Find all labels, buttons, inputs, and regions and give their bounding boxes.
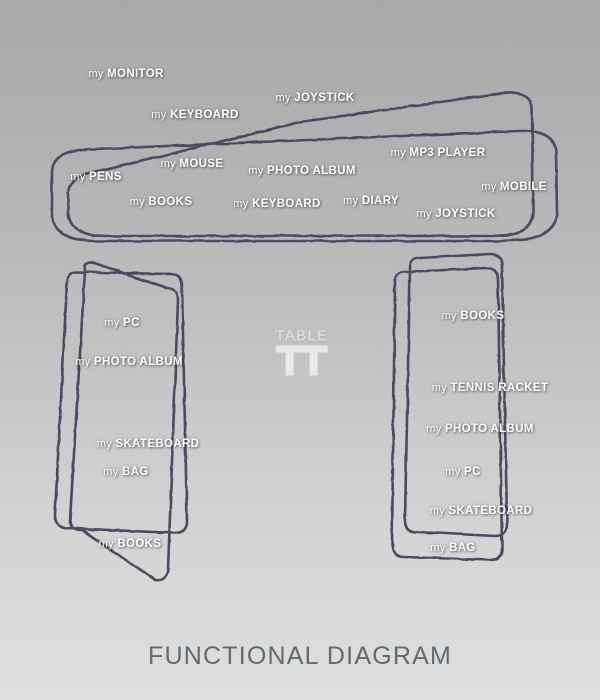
label-item: MOBILE [499,181,547,193]
zone-label-top-books[interactable]: my BOOKS [130,196,193,208]
right-zone-outline-back [403,252,509,538]
left-zone-outline-front [53,270,189,535]
zone-label-top-mobile[interactable]: my MOBILE [481,181,547,193]
label-prefix: my [75,356,94,368]
zone-label-top-keyboard-2[interactable]: my KEYBOARD [233,198,320,210]
label-item: BOOKS [148,196,193,208]
label-item: PHOTO ALBUM [444,423,534,435]
label-item: BOOKS [117,538,162,550]
zone-label-top-joystick-2[interactable]: my JOYSTICK [416,208,495,220]
table-icon [275,345,328,376]
label-item: MOUSE [179,158,224,170]
table-caption: TABLE [275,328,329,345]
table-icon-leg-right [309,352,318,376]
label-item: TENNIS RACKET [450,382,549,394]
zone-label-left-skateboard[interactable]: my SKATEBOARD [97,438,200,450]
label-prefix: my [390,147,410,159]
label-item: KEYBOARD [170,109,239,121]
zone-label-top-keyboard-1[interactable]: my KEYBOARD [151,109,238,121]
label-prefix: my [445,466,465,478]
zone-label-left-pc[interactable]: my PC [104,317,139,329]
label-item: BAG [449,542,476,554]
label-prefix: my [426,423,445,435]
label-prefix: my [481,181,500,193]
label-item: PHOTO ALBUM [266,165,356,177]
label-item: SKATEBOARD [115,438,200,450]
label-item: MONITOR [107,68,164,80]
label-prefix: my [103,466,123,478]
label-prefix: my [441,310,461,322]
zone-label-right-tennis-racket[interactable]: my TENNIS RACKET [432,382,549,394]
zone-label-right-pc[interactable]: my PC [445,466,480,478]
diagram-title: FUNCTIONAL DIAGRAM [147,642,453,670]
label-prefix: my [248,165,267,177]
label-item: DIARY [361,195,399,207]
label-item: MP3 PLAYER [409,147,486,159]
label-prefix: my [431,382,451,394]
label-prefix: my [429,505,449,517]
zone-label-left-bag[interactable]: my BAG [103,466,148,478]
label-prefix: my [160,158,180,170]
label-prefix: my [96,438,116,450]
zone-label-top-pens[interactable]: my PENS [70,171,122,183]
label-prefix: my [88,68,108,80]
label-item: SKATEBOARD [448,505,533,517]
label-item: PC [123,317,140,329]
label-prefix: my [129,196,149,208]
zone-label-right-photo-album[interactable]: my PHOTO ALBUM [426,423,534,435]
label-prefix: my [98,538,118,550]
label-item: BOOKS [460,310,505,322]
label-item: PC [464,466,481,478]
label-prefix: my [416,208,436,220]
zone-label-top-mouse[interactable]: my MOUSE [161,158,224,170]
label-item: BAG [122,466,149,478]
zone-label-top-joystick-1[interactable]: my JOYSTICK [275,92,354,104]
label-prefix: my [275,92,295,104]
table-icon-top [275,345,328,353]
zone-label-left-books[interactable]: my BOOKS [99,538,162,550]
zone-label-left-photo-album[interactable]: my PHOTO ALBUM [75,356,183,368]
zone-label-right-books[interactable]: my BOOKS [442,310,505,322]
label-item: PENS [89,171,122,183]
label-prefix: my [233,198,253,210]
zone-label-top-monitor[interactable]: my MONITOR [88,68,163,80]
label-item: JOYSTICK [435,208,496,220]
zone-label-top-mp3-player[interactable]: my MP3 PLAYER [391,147,486,159]
table-icon-leg-left [285,352,294,376]
label-prefix: my [343,195,362,207]
table-marker: TABLE [276,329,329,376]
right-zone-outline-front [390,266,504,562]
top-zone-outline-outer [50,129,559,243]
zone-label-top-photo-album[interactable]: my PHOTO ALBUM [248,165,356,177]
label-item: KEYBOARD [252,198,321,210]
label-prefix: my [104,317,124,329]
label-prefix: my [70,171,90,183]
label-item: JOYSTICK [294,92,355,104]
zone-label-right-bag[interactable]: my BAG [430,542,475,554]
zone-label-right-skateboard[interactable]: my SKATEBOARD [430,505,533,517]
zone-label-top-diary[interactable]: my DIARY [343,195,399,207]
label-item: PHOTO ALBUM [93,356,183,368]
left-zone-outline-back [68,260,180,582]
label-prefix: my [151,109,171,121]
label-prefix: my [430,542,450,554]
